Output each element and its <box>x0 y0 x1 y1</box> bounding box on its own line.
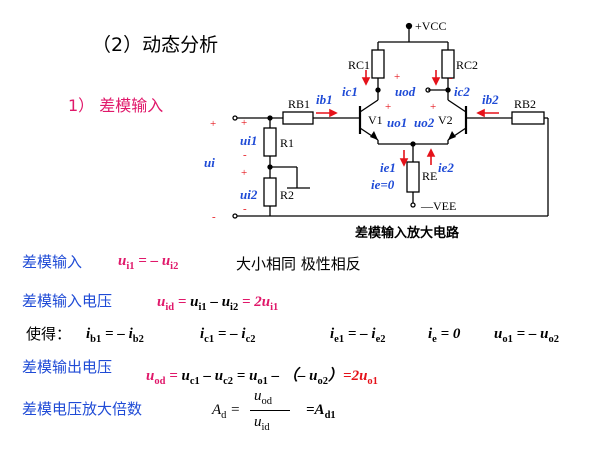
equation-uid: uid = ui1 – ui2 = 2ui1 <box>157 294 279 313</box>
v1-label: V1 <box>368 113 383 127</box>
ie1-label: ie1 <box>380 160 396 175</box>
ui-minus-sign: - <box>212 211 216 223</box>
equation-ie: ie1 = – ie2 <box>330 326 386 345</box>
row-label-diff-input: 差模输入 <box>22 253 83 271</box>
ib2-label: ib2 <box>482 92 499 107</box>
uo1-label: uo1 <box>387 115 407 130</box>
ui2-label: ui2 <box>240 187 258 202</box>
equation-ui1: ui1 = – ui2 <box>118 253 179 272</box>
ib1-label: ib1 <box>316 92 333 107</box>
subsection-heading: 1） 差模输入 <box>68 96 164 115</box>
ic1-label: ic1 <box>342 84 358 99</box>
row-note-same-magnitude: 大小相同 极性相反 <box>236 255 361 273</box>
v2-label: V2 <box>438 113 453 127</box>
equation-uo: uo1 = – uo2 <box>494 326 559 345</box>
ui2-minus-sign: - <box>243 203 247 215</box>
r1-label: R1 <box>280 136 294 150</box>
ui-label: ui <box>204 155 215 170</box>
rc1-label: RC1 <box>348 58 370 72</box>
equation-uod: uod = uc1 – uc2 = uo1 – （– uo2）=2uo1 <box>146 368 378 387</box>
uo2-plus-sign: + <box>430 101 436 113</box>
uo2-label: uo2 <box>414 115 435 130</box>
row-label-diff-output-voltage: 差模输出电压 <box>22 358 113 376</box>
section-heading: （2）动态分析 <box>92 34 219 56</box>
row-label-resulting: 使得： <box>26 325 72 343</box>
ui-plus-sign: + <box>210 118 216 130</box>
rc2-label: RC2 <box>456 58 478 72</box>
ie-zero-label: ie=0 <box>371 177 395 192</box>
uod-label: uod <box>395 84 416 99</box>
re-label: RE <box>422 169 437 183</box>
ic2-label: ic2 <box>454 84 470 99</box>
ui1-label: ui1 <box>240 133 257 148</box>
row-label-diff-gain: 差模电压放大倍数 <box>22 400 143 418</box>
rb1-label: RB1 <box>288 97 310 111</box>
uo1-plus-sign: + <box>385 101 391 113</box>
vcc-label: +VCC <box>415 19 446 33</box>
uod-minus-sign: - <box>449 72 453 84</box>
ui2-plus-sign: + <box>241 167 247 179</box>
equation-ie-zero: ie = 0 <box>428 326 461 345</box>
vee-label: —VEE <box>420 199 456 213</box>
ui1-plus-sign: + <box>241 117 247 129</box>
circuit-caption: 差模输入放大电路 <box>355 225 460 240</box>
differential-amplifier-circuit: +VCC RC1 RC2 RB1 RB2 R1 R2 RE V1 V2 —VEE… <box>204 19 549 240</box>
equation-ib: ib1 = – ib2 <box>86 326 144 345</box>
rb2-label: RB2 <box>514 97 536 111</box>
equation-ic: ic1 = – ic2 <box>200 326 256 345</box>
row-label-diff-input-voltage: 差模输入电压 <box>22 292 113 310</box>
ie2-label: ie2 <box>438 160 454 175</box>
r2-label: R2 <box>280 188 294 202</box>
ui1-minus-sign: - <box>243 149 247 161</box>
uod-plus-sign: + <box>394 71 400 83</box>
